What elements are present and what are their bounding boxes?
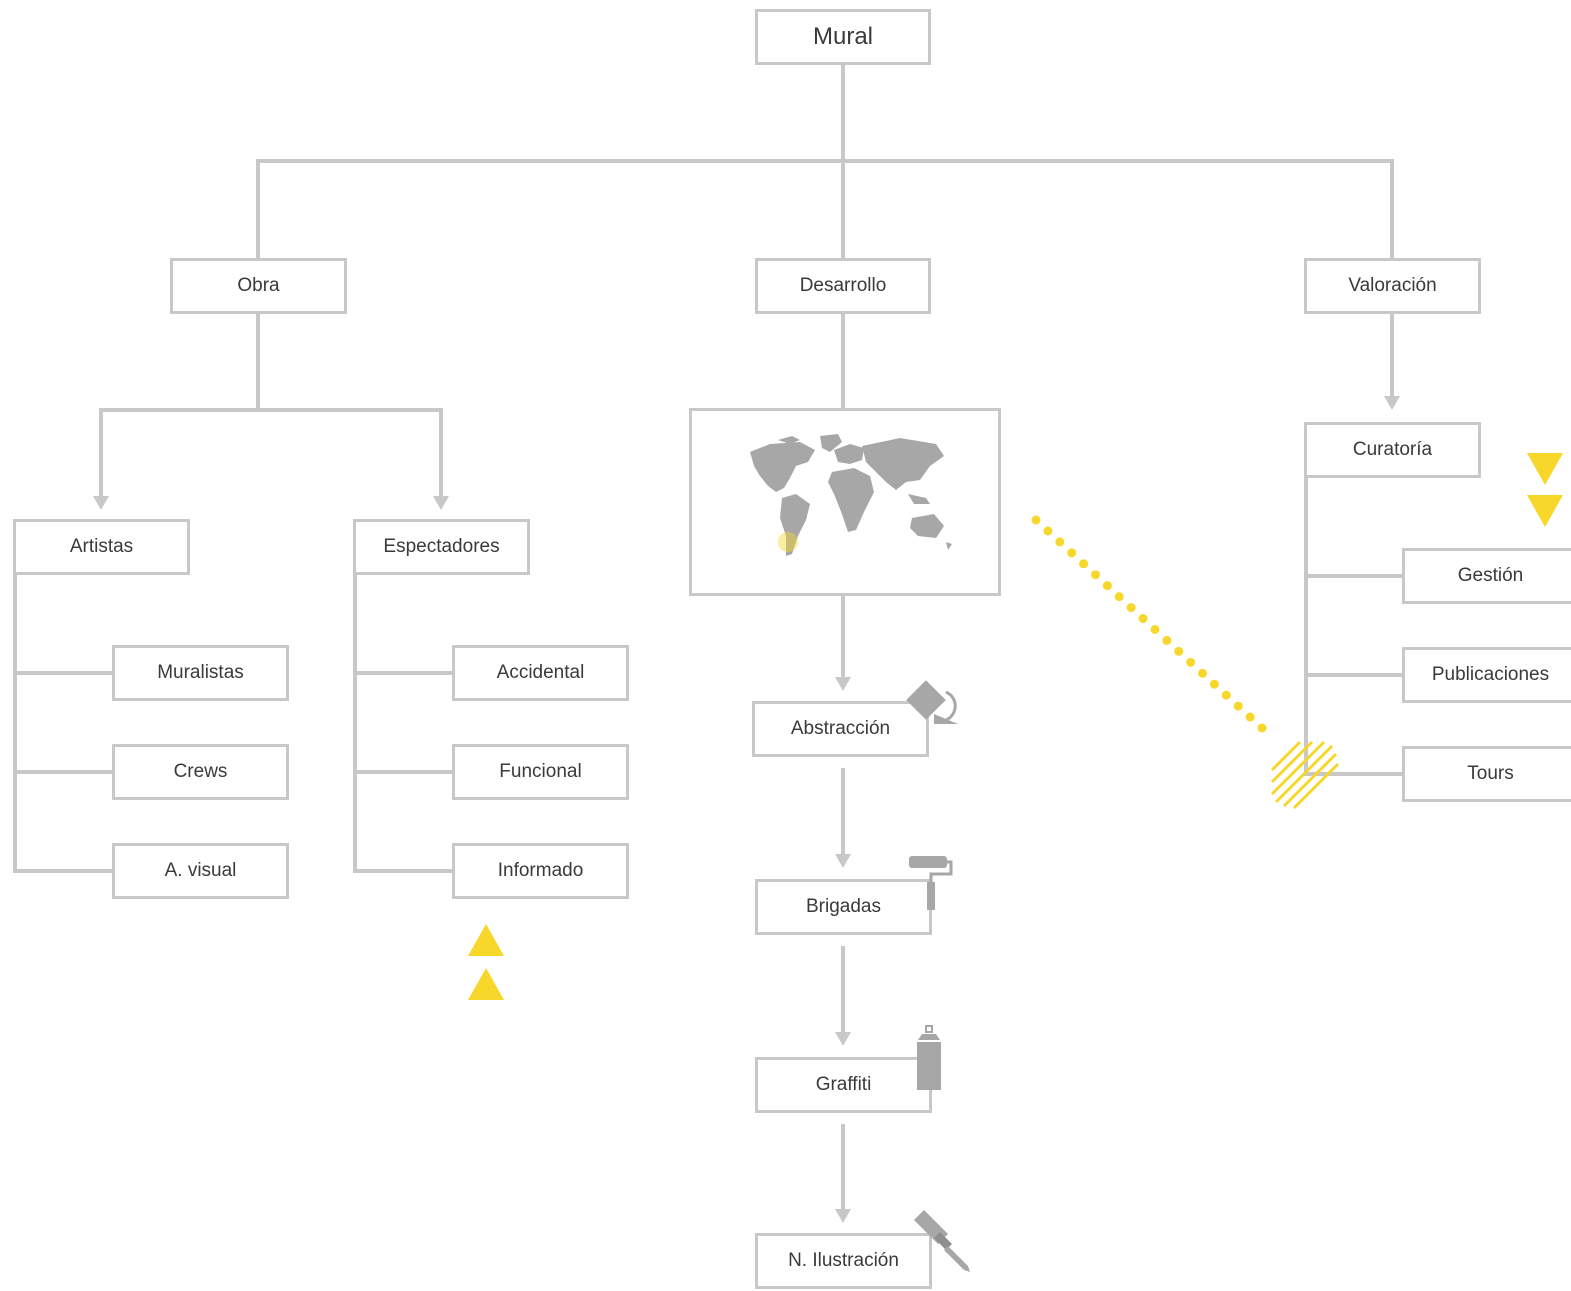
- dotted-line-dot: [1114, 592, 1124, 602]
- world-map-box: [689, 408, 1001, 596]
- dotted-line-dot: [1079, 559, 1089, 569]
- connector-level1: [256, 159, 1394, 258]
- node-publicaciones: Publicaciones: [1402, 647, 1571, 703]
- dotted-line-dot: [1031, 515, 1041, 525]
- arrow-n-ilustracion: [835, 1209, 851, 1223]
- dotted-line-dot: [1209, 679, 1219, 689]
- paint-bucket-icon: [906, 680, 958, 724]
- spray-can-icon: [917, 1025, 941, 1090]
- dotted-line-dot: [1138, 614, 1148, 624]
- yellow-dotted-line: [1031, 515, 1267, 733]
- arrow-artistas: [93, 496, 109, 510]
- dotted-line-dot: [1162, 635, 1172, 645]
- connector-espectadores-spine: [353, 575, 452, 873]
- connector-obra-split: [99, 408, 443, 496]
- node-espectadores: Espectadores: [353, 519, 530, 575]
- dotted-line-dot: [1245, 712, 1255, 722]
- arrow-abstraccion: [835, 677, 851, 691]
- node-muralistas: Muralistas: [112, 645, 289, 701]
- node-abstraccion: Abstracción: [752, 701, 929, 757]
- yellow-triangle-up-icon: [468, 924, 504, 1000]
- paintbrush-icon: [914, 1210, 970, 1272]
- highlight-marker: [778, 532, 798, 552]
- arrow-curatoria: [1384, 396, 1400, 410]
- dotted-line-dot: [1257, 723, 1267, 733]
- node-crews: Crews: [112, 744, 289, 800]
- dotted-line-dot: [1102, 581, 1112, 591]
- arrow-brigadas: [835, 854, 851, 868]
- world-map-icon: [750, 434, 952, 556]
- dotted-line-dot: [1198, 668, 1208, 678]
- node-a-visual: A. visual: [112, 843, 289, 899]
- arrow-graffiti: [835, 1032, 851, 1046]
- dotted-line-dot: [1043, 526, 1053, 536]
- dotted-line-dot: [1221, 690, 1231, 700]
- node-graffiti: Graffiti: [755, 1057, 932, 1113]
- yellow-hatch-icon: [1270, 740, 1340, 810]
- node-obra: Obra: [170, 258, 347, 314]
- node-accidental: Accidental: [452, 645, 629, 701]
- paint-roller-icon: [909, 856, 953, 910]
- dotted-line-dot: [1174, 646, 1184, 656]
- node-informado: Informado: [452, 843, 629, 899]
- dotted-line-dot: [1067, 548, 1077, 558]
- dotted-line-dot: [1186, 657, 1196, 667]
- dotted-line-dot: [1126, 603, 1136, 613]
- yellow-triangle-down-icon: [1527, 453, 1563, 527]
- dotted-line-dot: [1090, 570, 1100, 580]
- node-valoracion: Valoración: [1304, 258, 1481, 314]
- dotted-line-dot: [1055, 537, 1065, 547]
- node-mural: Mural: [755, 9, 931, 65]
- node-tours: Tours: [1402, 746, 1571, 802]
- arrow-espectadores: [433, 496, 449, 510]
- node-desarrollo: Desarrollo: [755, 258, 931, 314]
- node-n-ilustracion: N. Ilustración: [755, 1233, 932, 1289]
- dotted-line-dot: [1150, 624, 1160, 634]
- node-gestion: Gestión: [1402, 548, 1571, 604]
- connector-curatoria-spine: [1304, 478, 1402, 776]
- node-curatoria: Curatoría: [1304, 422, 1481, 478]
- node-funcional: Funcional: [452, 744, 629, 800]
- connector-artistas-spine: [13, 575, 112, 873]
- node-artistas: Artistas: [13, 519, 190, 575]
- dotted-line-dot: [1233, 701, 1243, 711]
- node-brigadas: Brigadas: [755, 879, 932, 935]
